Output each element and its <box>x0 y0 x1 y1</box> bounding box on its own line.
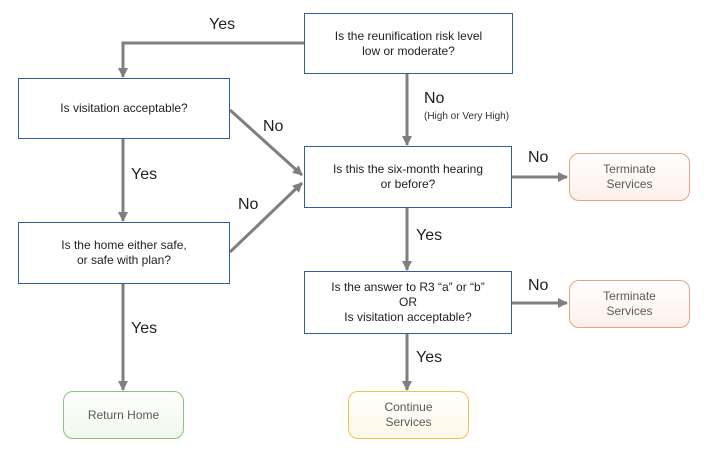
label-r3-no: No <box>528 277 549 294</box>
decision-risk-level: Is the reunification risk level low or m… <box>304 13 513 74</box>
label-home-no: No <box>238 196 259 213</box>
label-home-yes: Yes <box>131 320 158 337</box>
label-risk-no: No <box>424 90 445 107</box>
terminal-return-home: Return Home <box>63 391 184 439</box>
edge-risk-to-visitation <box>118 41 304 78</box>
terminal-return-home-text: Return Home <box>87 407 160 422</box>
decision-six-month-hearing-text: Is this the six-month hearing or before? <box>332 162 484 191</box>
decision-home-safe: Is the home either safe, or safe with pl… <box>18 222 230 284</box>
label-six-month-yes: Yes <box>416 227 443 244</box>
label-risk-yes: Yes <box>209 16 236 33</box>
label-risk-no-note: (High or Very High) <box>424 111 510 122</box>
decision-r3-answer-text: Is the answer to R3 “a” or “b” OR Is vis… <box>331 280 485 324</box>
edge-visitation-to-six-month <box>228 108 304 177</box>
decision-visitation: Is visitation acceptable? <box>18 78 230 139</box>
decision-six-month-hearing: Is this the six-month hearing or before? <box>304 146 512 208</box>
decision-visitation-text: Is visitation acceptable? <box>60 101 188 115</box>
label-six-month-no: No <box>528 149 549 166</box>
label-visitation-yes: Yes <box>131 166 158 183</box>
label-visitation-no: No <box>263 118 284 135</box>
terminal-terminate-services-1: Terminate Services <box>569 153 690 201</box>
edge-home-safe-to-six-month <box>228 181 304 254</box>
decision-risk-level-text: Is the reunification risk level low or m… <box>334 28 483 58</box>
terminal-continue-services-text: Continue Services <box>384 400 433 429</box>
label-r3-yes: Yes <box>416 349 443 366</box>
decision-r3-answer: Is the answer to R3 “a” or “b” OR Is vis… <box>304 271 512 334</box>
terminal-terminate-services-2: Terminate Services <box>569 280 690 328</box>
terminal-continue-services: Continue Services <box>348 391 469 439</box>
terminal-terminate-services-2-text: Terminate Services <box>603 289 656 318</box>
terminal-terminate-services-1-text: Terminate Services <box>603 162 656 191</box>
decision-home-safe-text: Is the home either safe, or safe with pl… <box>61 238 187 267</box>
